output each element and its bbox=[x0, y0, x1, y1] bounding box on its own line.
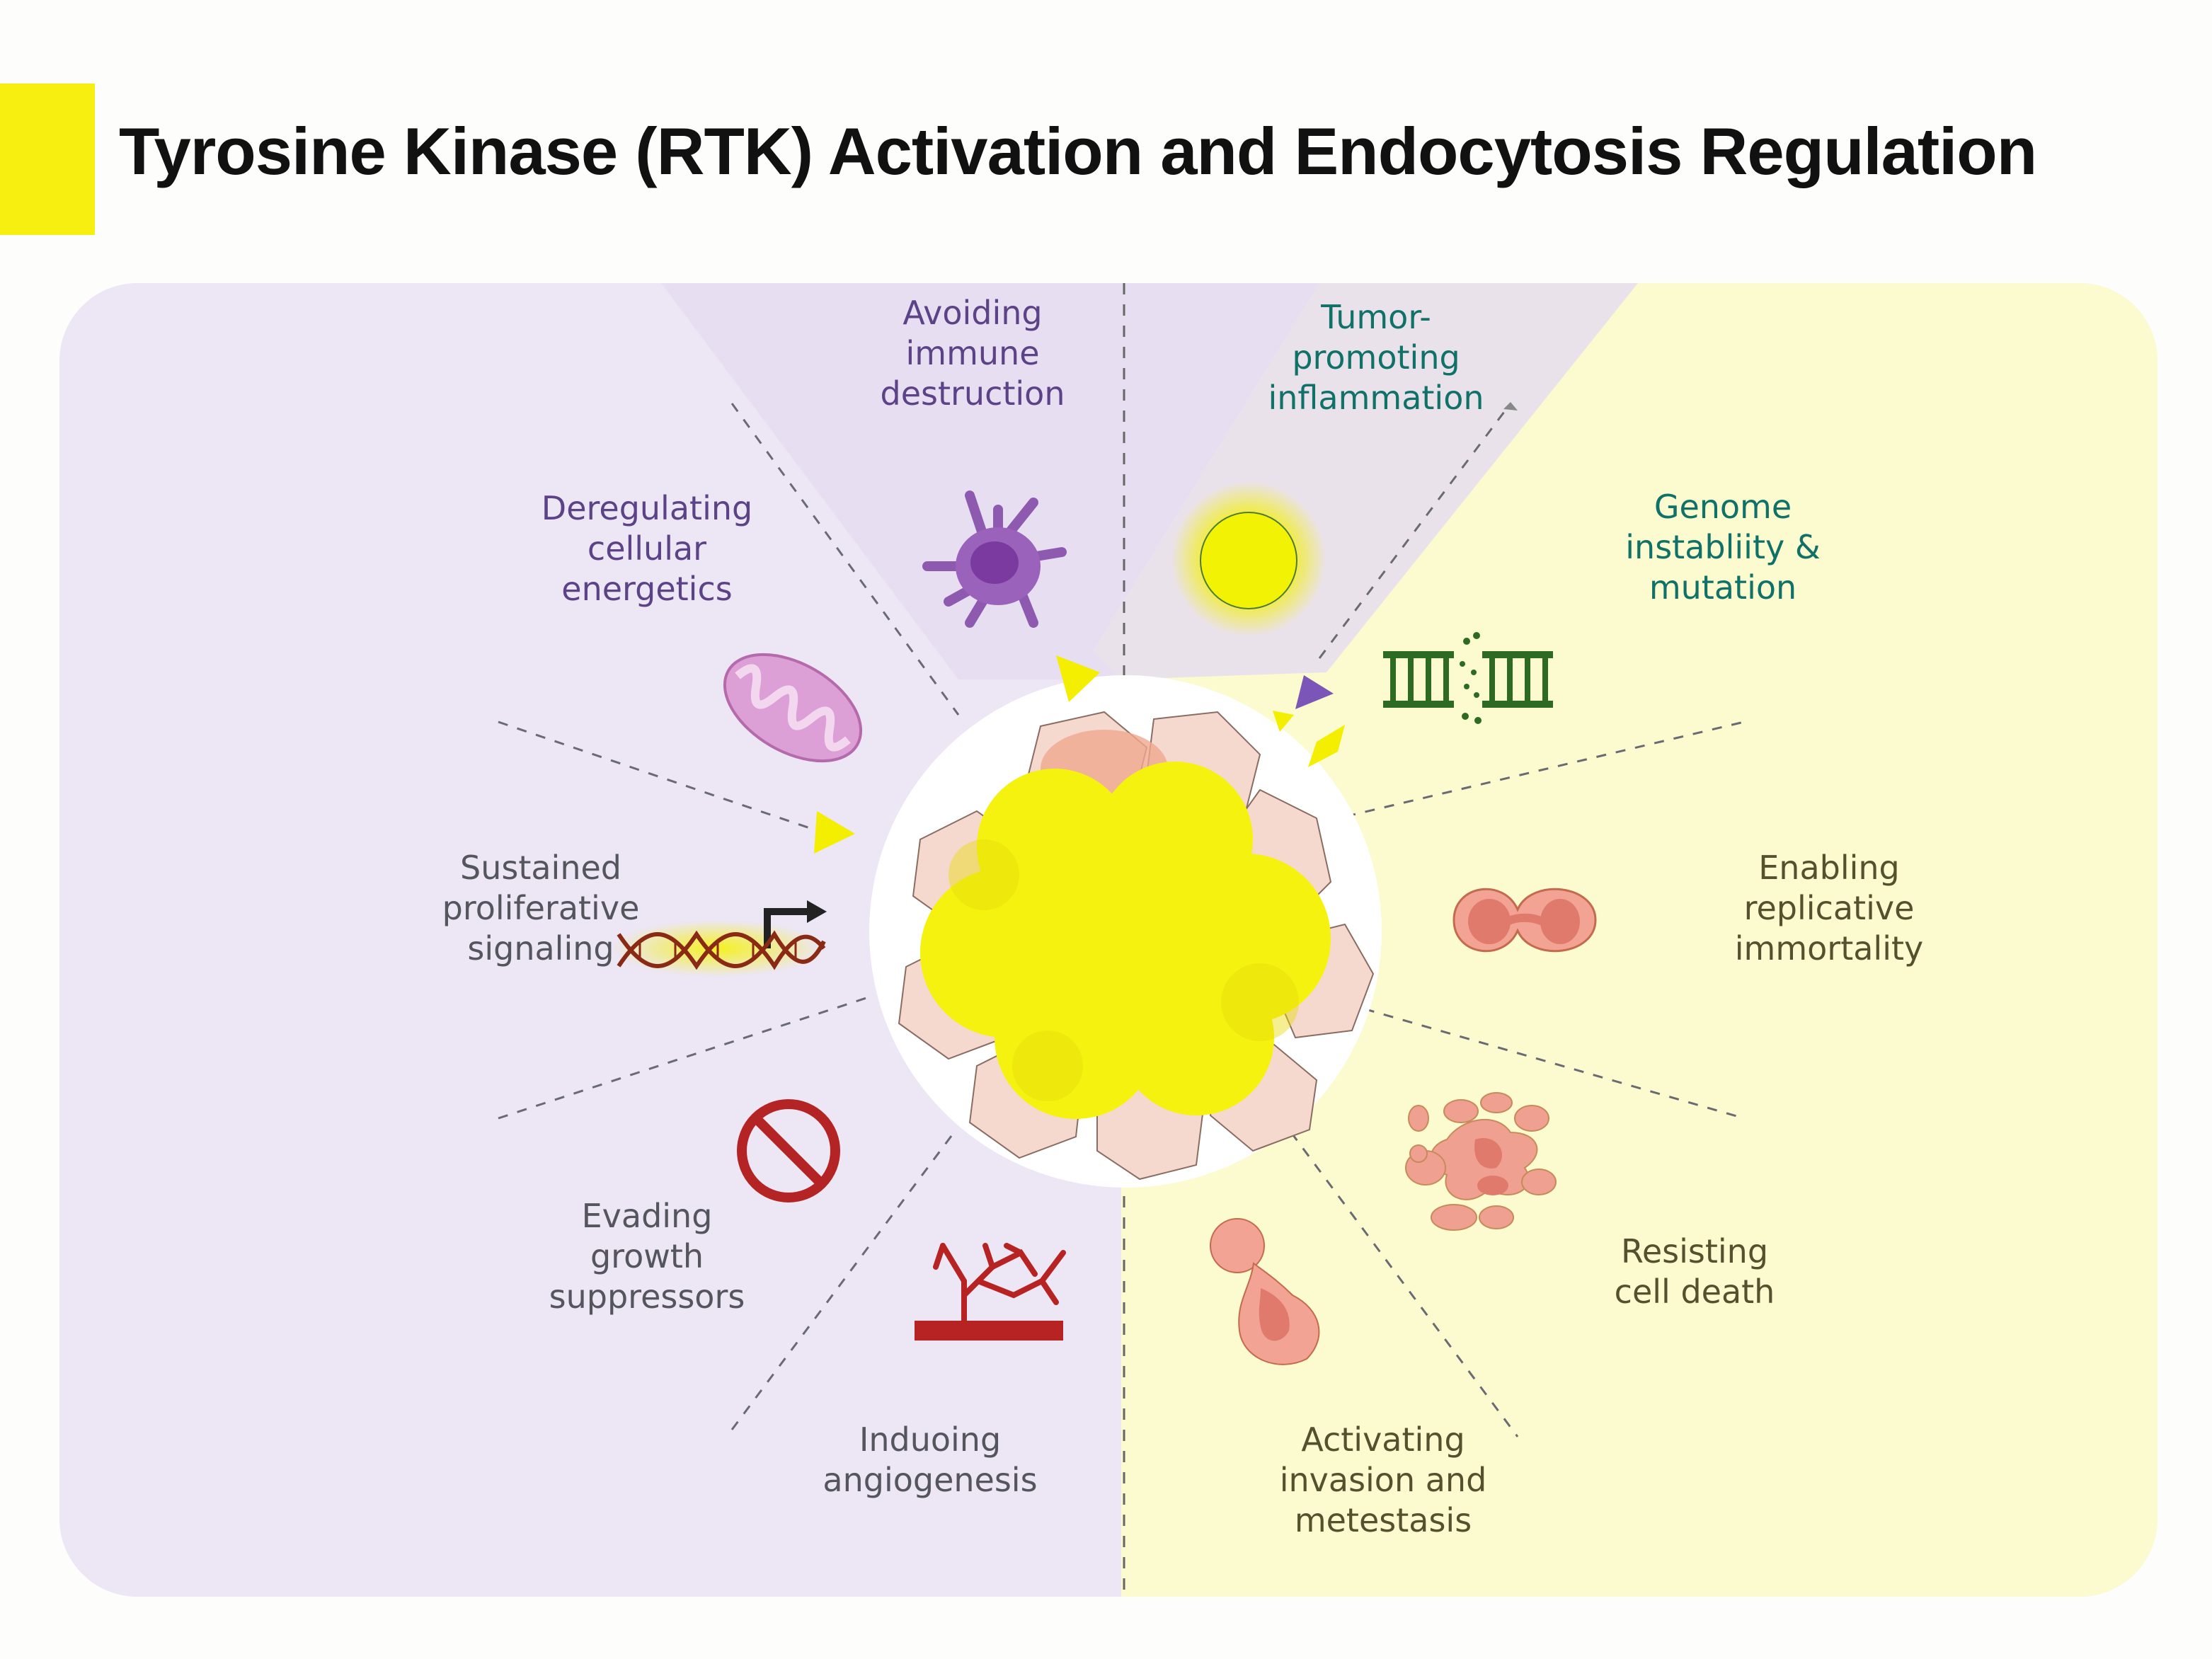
yellow-marker-right-small bbox=[1273, 711, 1294, 732]
title-accent-bar bbox=[0, 84, 95, 235]
prohibition-icon bbox=[737, 1099, 840, 1202]
purple-arrowhead bbox=[1295, 675, 1334, 709]
page-title: Tyrosine Kinase (RTK) Activation and End… bbox=[119, 114, 2037, 188]
dna-promoter-icon bbox=[612, 900, 827, 977]
label-tumor-promoting-inflammation: Tumor- promoting inflammation bbox=[1268, 298, 1484, 417]
arrowhead-small bbox=[1503, 402, 1518, 411]
inflammation-sphere-icon bbox=[1171, 481, 1326, 637]
broken-dna-icon bbox=[1383, 632, 1553, 724]
label-avoiding-immune-destruction: Avoiding immune destruction bbox=[880, 294, 1065, 413]
yellow-marker-top bbox=[1056, 655, 1100, 702]
yellow-marker-left bbox=[814, 811, 855, 854]
label-deregulating-cellular-energetics: Deregulating cellular energetics bbox=[541, 489, 753, 608]
dividing-cell-icon bbox=[1452, 888, 1597, 953]
label-enabling-replicative-immortality: Enabling replicative immortality bbox=[1734, 849, 1924, 968]
label-sustained-proliferative-signaling: Sustained proliferative signaling bbox=[442, 849, 640, 968]
mitochondrion-icon bbox=[723, 653, 863, 763]
top-wedge bbox=[661, 283, 1638, 679]
radial-dashed-lines bbox=[498, 403, 1745, 1437]
diagram-background bbox=[498, 283, 2157, 1597]
blood-vessel-icon bbox=[915, 1243, 1066, 1341]
migrating-cell-icon bbox=[1210, 1218, 1320, 1365]
label-evading-growth-suppressors: Evading growth suppressors bbox=[549, 1197, 745, 1316]
tumor-cluster-icon bbox=[869, 675, 1382, 1188]
immune-cell-icon bbox=[922, 490, 1067, 628]
label-activating-invasion-metastasis: Activating invasion and metestasis bbox=[1279, 1420, 1487, 1539]
label-resisting-cell-death: Resisting cell death bbox=[1614, 1232, 1775, 1311]
apoptotic-cell-icon bbox=[1405, 1092, 1557, 1231]
hallmarks-diagram: Avoiding immune destruction Tumor- promo… bbox=[59, 283, 2157, 1597]
label-genome-instability: Genome instabliity & mutation bbox=[1625, 488, 1821, 607]
yellow-marker-diamond bbox=[1308, 725, 1345, 767]
label-inducing-angiogenesis: Induoing angiogenesis bbox=[823, 1420, 1038, 1499]
